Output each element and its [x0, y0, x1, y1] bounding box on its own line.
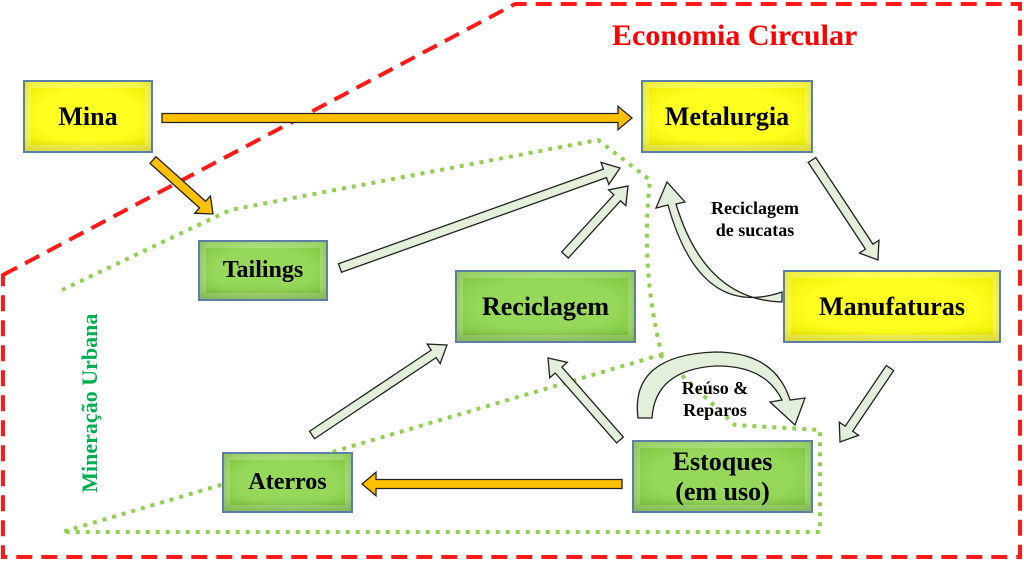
estoques-line1: Estoques	[672, 446, 773, 476]
reuso-reparos-label: Reúso & Reparos	[670, 378, 760, 421]
node-manufaturas: Manufaturas	[783, 270, 1001, 343]
node-tailings: Tailings	[198, 240, 328, 301]
reciclagem-sucatas-line1: Reciclagem	[711, 198, 799, 218]
arrow-reuso-reparos	[636, 351, 806, 427]
node-aterros: Aterros	[222, 452, 353, 513]
arrow-estoques-aterros	[360, 470, 623, 498]
arrow-metalurgia-manufaturas	[807, 156, 880, 261]
arrow-mina-metalurgia	[161, 104, 634, 132]
estoques-line2: (em uso)	[675, 476, 770, 506]
reciclagem-sucatas-label: Reciclagem de sucatas	[690, 198, 820, 241]
node-metalurgia: Metalurgia	[641, 80, 813, 153]
reuso-line1: Reúso &	[681, 378, 749, 398]
reciclagem-sucatas-line2: de sucatas	[715, 219, 795, 240]
arrow-mina-tailings	[149, 155, 214, 215]
arrow-manufaturas-estoques	[838, 364, 895, 443]
arrow-reciclagem-sucatas	[654, 180, 783, 303]
mineracao-urbana-label: Mineração Urbana	[76, 313, 102, 493]
node-mina: Mina	[23, 80, 153, 153]
economia-circular-title: Economia Circular	[612, 19, 858, 52]
arrow-tailings-metalurgia	[337, 161, 622, 274]
arrow-reciclagem-metalurgia	[560, 185, 629, 259]
arrow-aterros-reciclagem	[308, 343, 448, 440]
urban-mining-boundary	[61, 137, 822, 534]
node-reciclagem: Reciclagem	[455, 270, 636, 343]
arrow-estoques-reciclagem	[547, 357, 625, 444]
node-estoques: Estoques (em uso)	[632, 440, 813, 513]
reuso-line2: Reparos	[683, 399, 747, 420]
